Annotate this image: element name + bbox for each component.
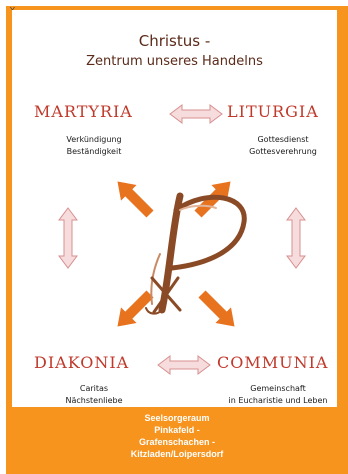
diakonia-text-1: Caritas [79,384,109,393]
liturgia-heading: LITURGIA [227,102,319,121]
diagram-panel: Christus - Zentrum unseres Handelns MART… [12,10,337,407]
liturgia-text-1: Gottesdienst [257,135,309,144]
communia-heading: COMMUNIA [217,353,329,372]
footer-line-3: Grafenschachen - [138,437,216,447]
parish-footer: Seelsorgeraum Pinkafeld - Grafenschachen… [6,412,348,460]
diagram-graphics [58,104,306,375]
title-line-2: Zentrum unseres Handelns [86,54,263,69]
footer-line-4: Kitzladen/Loipersdorf [130,449,224,459]
diagonal-arrows [117,181,235,327]
footer-line-1: Seelsorgeraum [144,413,210,423]
arrow-to-diakonia [117,290,154,327]
martyria-heading: MARTYRIA [34,102,133,121]
communia-text-2: in Eucharistie und Leben [228,396,328,405]
title-line-1: Christus - [138,32,211,50]
chi-rho-icon [145,192,247,315]
diakonia-heading: DIAKONIA [34,353,130,372]
martyria-text-2: Beständigkeit [66,147,122,156]
arrow-to-communia [198,290,235,327]
communia-text-1: Gemeinschaft [250,384,306,393]
double-arrow-top [169,104,223,124]
arrow-to-martyria [117,181,154,218]
footer-line-2: Pinkafeld - [154,425,200,435]
double-arrow-left [58,207,78,269]
liturgia-text-2: Gottesverehrung [249,147,317,156]
double-arrow-bottom [157,355,211,375]
double-arrow-right [286,207,306,269]
diakonia-text-2: Nächstenliebe [65,396,123,405]
martyria-text-1: Verkündigung [66,135,122,144]
